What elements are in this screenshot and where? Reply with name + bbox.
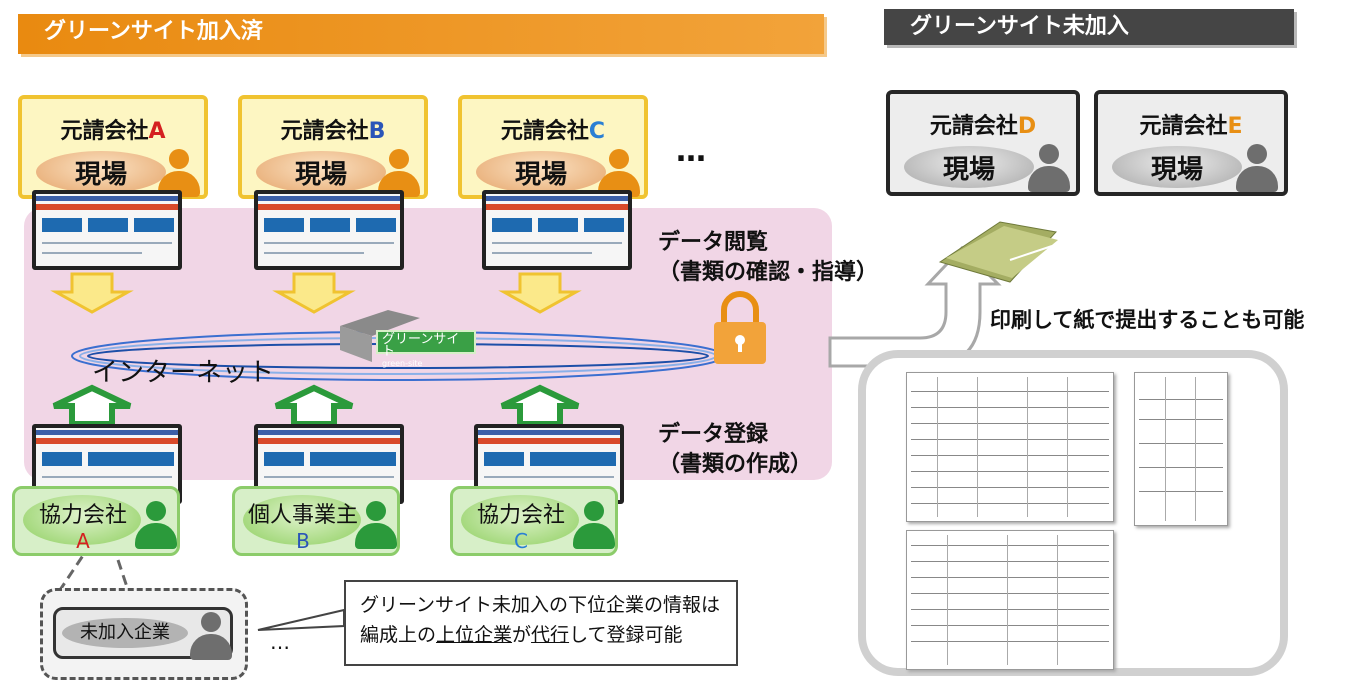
unjoined-company-label: 未加入企業 [62, 618, 188, 648]
prime-contractor-title: 元請会社E [1139, 114, 1243, 139]
subcontractor-letter: C [514, 529, 528, 553]
site-oval: 現場 [476, 151, 606, 193]
person-icon [1234, 144, 1280, 192]
more-contractors-ellipsis: … [676, 134, 706, 169]
monitor-screen [254, 190, 404, 270]
padlock-icon [714, 291, 766, 364]
greensite-building [340, 310, 420, 362]
prime-contractor-b: 元請会社B 現場 [238, 95, 428, 199]
note-line-2: 編成上の上位企業が代行して登録可能 [360, 624, 683, 646]
paper-documents-frame [858, 350, 1288, 676]
not-joined-banner: グリーンサイト未加入 [884, 9, 1294, 45]
up-arrow [52, 384, 580, 427]
print-note: 印刷して紙で提出することも可能 [990, 308, 1305, 332]
subcontractor-c: 協力会社 C [450, 486, 618, 556]
subcontractor-b: 個人事業主 B [232, 486, 400, 556]
person-icon [571, 501, 617, 549]
site-oval: 現場 [1112, 146, 1242, 188]
person-icon [1026, 144, 1072, 192]
paper-document [1134, 372, 1228, 526]
unjoined-company-card: 未加入企業 [53, 607, 234, 660]
paper-document [906, 530, 1114, 670]
dashed-connector [58, 529, 130, 591]
subcontractor-letter: A [76, 529, 90, 553]
greensite-logo: グリーンサイト green-site [376, 330, 476, 368]
prime-contractor-title: 元請会社D [929, 114, 1037, 139]
site-oval: 現場 [256, 151, 386, 193]
paper-document [906, 372, 1114, 522]
folder-icon [938, 221, 1058, 283]
prime-contractor-title: 元請会社B [280, 119, 386, 144]
prime-contractor-title: 元請会社C [500, 119, 606, 144]
prime-contractor-d: 元請会社D 現場 [886, 90, 1080, 196]
prime-contractor-e: 元請会社E 現場 [1094, 90, 1288, 196]
prime-contractor-c: 元請会社C 現場 [458, 95, 648, 199]
unjoined-company-box: 未加入企業 [40, 588, 248, 680]
down-arrow [50, 272, 582, 314]
prime-contractor-a: 元請会社A 現場 [18, 95, 208, 199]
prime-contractor-title: 元請会社A [60, 119, 166, 144]
note-line-1: グリーンサイト未加入の下位企業の情報は [360, 594, 721, 616]
data-register-label: データ登録（書類の作成） [658, 422, 813, 477]
joined-banner: グリーンサイト加入済 [18, 14, 824, 54]
site-oval: 現場 [904, 146, 1034, 188]
monitor-screen [32, 190, 182, 270]
site-oval: 現場 [36, 151, 166, 193]
data-view-label: データ閲覧（書類の確認・指導） [658, 230, 879, 285]
subcontractor-name: 個人事業主 [247, 503, 358, 528]
unjoined-ellipsis: … [270, 630, 290, 654]
subcontractor-name: 協力会社 [476, 503, 565, 528]
subcontractor-name: 協力会社 [38, 503, 127, 528]
person-icon [353, 501, 399, 549]
greensite-logo-sub: green-site [382, 359, 423, 368]
person-icon [188, 612, 234, 660]
monitor-screen [482, 190, 632, 270]
greensite-logo-text: グリーンサイト [382, 332, 460, 359]
callout-pointer [257, 608, 345, 631]
internet-label: インターネット [92, 358, 275, 388]
subcontractor-a: 協力会社 A [12, 486, 180, 556]
subcontractor-letter: B [296, 529, 310, 553]
person-icon [133, 501, 179, 549]
proxy-registration-note: グリーンサイト未加入の下位企業の情報は 編成上の上位企業が代行して登録可能 [344, 580, 738, 666]
